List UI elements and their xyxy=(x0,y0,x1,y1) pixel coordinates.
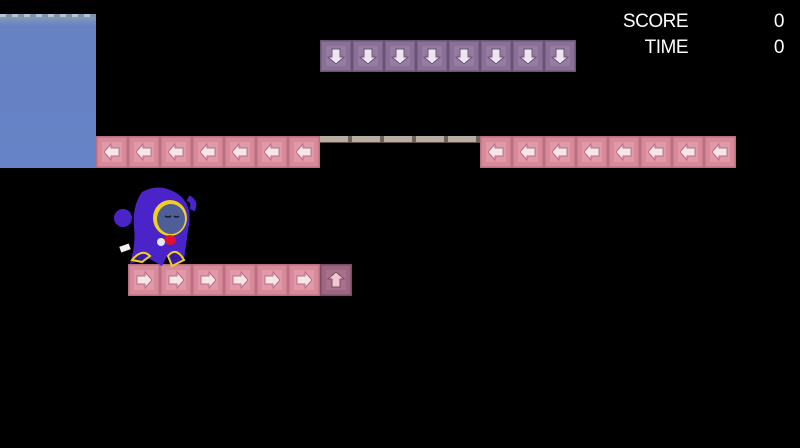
left-arrow-tile xyxy=(160,136,192,168)
water-pool xyxy=(0,14,96,168)
right-arrow-tile xyxy=(160,264,192,296)
left-arrow-tile xyxy=(128,136,160,168)
down-arrow-tile xyxy=(320,40,352,72)
down-arrow-tile xyxy=(480,40,512,72)
left-arrow-tile xyxy=(640,136,672,168)
left-arrow-tile xyxy=(576,136,608,168)
down-arrow-tile xyxy=(512,40,544,72)
down-arrow-tile xyxy=(544,40,576,72)
right-arrow-tile xyxy=(192,264,224,296)
right-arrow-tile xyxy=(128,264,160,296)
left-arrow-tile xyxy=(544,136,576,168)
left-arrow-tile xyxy=(512,136,544,168)
down-arrow-tile xyxy=(448,40,480,72)
left-arrow-tile xyxy=(224,136,256,168)
left-arrow-tile xyxy=(192,136,224,168)
left-arrow-tile xyxy=(256,136,288,168)
time-label: TIME xyxy=(644,37,689,58)
right-arrow-tile xyxy=(256,264,288,296)
score-label: SCORE xyxy=(622,11,689,32)
right-arrow-tile xyxy=(288,264,320,296)
left-arrow-tile xyxy=(288,136,320,168)
wooden-bridge xyxy=(320,136,480,143)
down-arrow-tile xyxy=(384,40,416,72)
left-arrow-tile xyxy=(96,136,128,168)
down-arrow-tile xyxy=(416,40,448,72)
hooded-wizard-icon[interactable] xyxy=(108,184,200,270)
left-arrow-tile xyxy=(672,136,704,168)
score-value: 0 xyxy=(773,11,785,32)
down-arrow-tile xyxy=(352,40,384,72)
left-arrow-tile xyxy=(608,136,640,168)
up-arrow-tile xyxy=(320,264,352,296)
time-value: 0 xyxy=(773,37,785,58)
right-arrow-tile xyxy=(224,264,256,296)
left-arrow-tile xyxy=(480,136,512,168)
left-arrow-tile xyxy=(704,136,736,168)
